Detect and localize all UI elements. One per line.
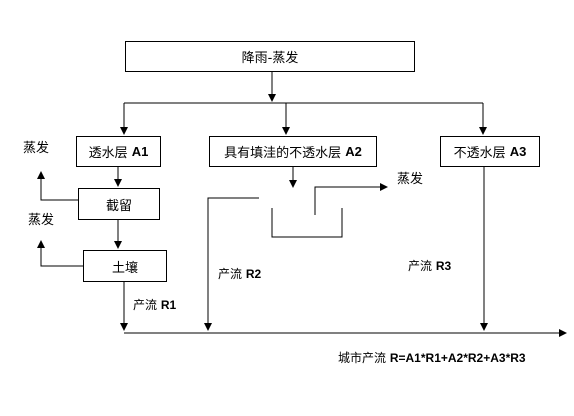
impervious-layer-box: 不透水层 A3: [440, 136, 540, 167]
permeable-layer-code: A1: [131, 144, 149, 159]
runoff-r1-label: 产流 R1: [133, 298, 176, 312]
depression-impervious-label: 具有填洼的不透水层: [224, 146, 342, 161]
permeable-layer-box: 透水层 A1: [76, 136, 161, 167]
evaporation-label-2: 蒸发: [28, 213, 55, 228]
soil-evap-arrow: [37, 240, 83, 267]
depression-evap-arrow: [314, 183, 388, 215]
depression-storage: [271, 208, 343, 238]
urban-runoff-text: 城市产流: [338, 351, 387, 365]
depression-impervious-box: 具有填洼的不透水层 A2: [209, 136, 377, 167]
runoff-r1-text: 产流: [133, 298, 158, 312]
depression-impervious-code: A2: [345, 144, 362, 159]
urban-runoff-equation: R=A1*R1+A2*R2+A3*R3: [389, 351, 526, 365]
r2-runoff-line: [204, 197, 259, 331]
evaporation-label-3: 蒸发: [397, 172, 424, 187]
interception-box: 截留: [78, 188, 160, 220]
runoff-r3-label: 产流 R3: [408, 259, 451, 273]
permeable-layer-label: 透水层: [88, 146, 128, 161]
impervious-layer-label: 不透水层: [453, 146, 506, 161]
runoff-r2-text: 产流: [218, 267, 243, 281]
interception-label: 截留: [105, 198, 132, 214]
soil-box: 土壤: [83, 250, 167, 282]
runoff-r2-label: 产流 R2: [218, 267, 261, 281]
runoff-r3-text: 产流: [408, 259, 433, 273]
evaporation-label-1: 蒸发: [23, 141, 50, 156]
runoff-r2-code: R2: [245, 267, 262, 281]
interception-evap-arrow: [37, 171, 78, 201]
runoff-r3-code: R3: [435, 259, 452, 273]
rainfall-evaporation-label: 降雨-蒸发: [241, 51, 299, 66]
impervious-layer-code: A3: [509, 144, 527, 159]
rainfall-evaporation-box: 降雨-蒸发: [125, 41, 415, 72]
urban-runoff-formula: 城市产流 R=A1*R1+A2*R2+A3*R3: [338, 351, 526, 365]
soil-label: 土壤: [111, 260, 138, 276]
runoff-r1-code: R1: [160, 298, 177, 312]
